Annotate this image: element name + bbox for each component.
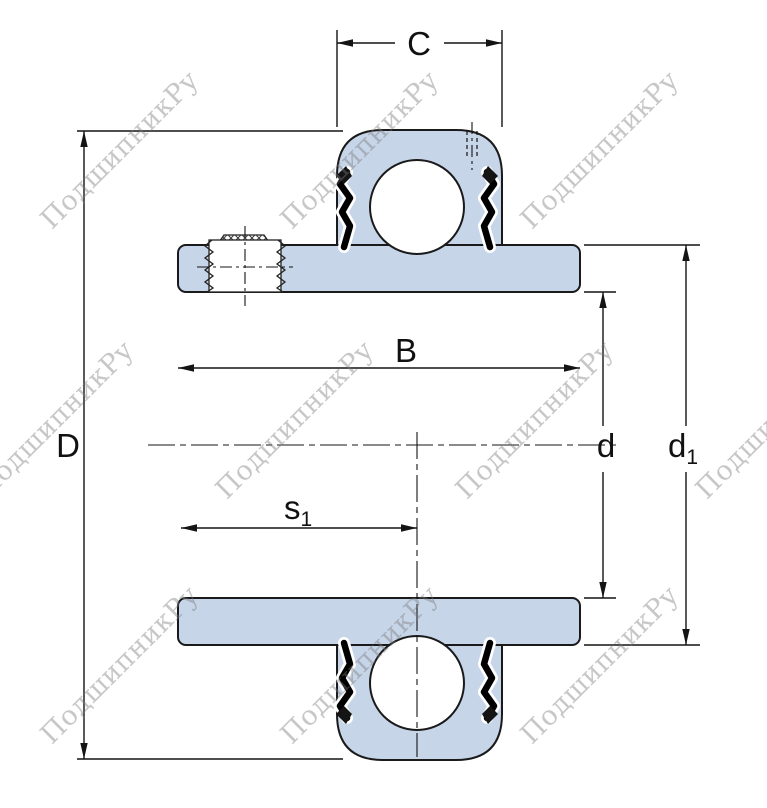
arrowhead-right bbox=[486, 39, 502, 47]
seal-bottom-right bbox=[478, 637, 500, 724]
dimension-B: B bbox=[178, 332, 580, 372]
seal-lip bbox=[480, 639, 498, 722]
dimension-d1: d1 bbox=[584, 244, 700, 646]
seal-lip bbox=[336, 639, 354, 722]
arrowhead-left bbox=[181, 524, 197, 532]
thread-profile-right bbox=[275, 239, 287, 293]
arrowhead-right bbox=[401, 524, 417, 532]
seal-anchor bbox=[336, 706, 352, 724]
arrowhead-top bbox=[599, 292, 607, 308]
dimension-C: C bbox=[336, 25, 503, 127]
dim-label-C: C bbox=[407, 25, 431, 62]
seal-anchor bbox=[482, 166, 498, 184]
arrowhead-top bbox=[80, 131, 88, 147]
seal-bottom-left bbox=[334, 637, 356, 724]
dim-label-d: d bbox=[597, 427, 615, 464]
seal-top-left bbox=[334, 166, 356, 253]
dim-label-s1-sub: 1 bbox=[301, 508, 313, 531]
dimensions: C B s1 D bbox=[56, 25, 700, 760]
arrowhead-bottom bbox=[80, 743, 88, 759]
ball-top bbox=[369, 159, 465, 255]
seal-anchor bbox=[482, 706, 498, 724]
dim-label-d1-base: d bbox=[668, 427, 686, 464]
seal-top-right bbox=[478, 166, 500, 253]
seal-anchor bbox=[336, 166, 352, 184]
seal-lip bbox=[336, 168, 354, 251]
arrowhead-bottom bbox=[682, 629, 690, 645]
seal-lip bbox=[480, 168, 498, 251]
dim-label-B: B bbox=[395, 332, 417, 369]
lubrication-hole bbox=[466, 122, 478, 170]
arrowhead-top bbox=[682, 245, 690, 261]
arrowhead-bottom bbox=[599, 582, 607, 598]
arrowhead-right bbox=[564, 364, 580, 372]
dim-label-d1: d1 bbox=[668, 427, 698, 469]
grub-screw bbox=[197, 226, 293, 306]
dim-label-s1: s1 bbox=[284, 489, 312, 531]
centerlines bbox=[148, 432, 616, 757]
grub-screw-thread-hatch bbox=[208, 239, 282, 293]
dimension-s1: s1 bbox=[181, 489, 417, 532]
dim-label-d1-sub: 1 bbox=[686, 446, 698, 469]
dimension-d: d bbox=[584, 291, 616, 599]
inner-ring-bottom-flange bbox=[177, 597, 581, 646]
dimension-D: D bbox=[56, 130, 343, 760]
dim-label-s1-base: s bbox=[284, 489, 301, 526]
bearing-parts bbox=[177, 122, 581, 761]
dim-label-D: D bbox=[56, 427, 80, 464]
arrowhead-left bbox=[178, 364, 194, 372]
arrowhead-left bbox=[337, 39, 353, 47]
